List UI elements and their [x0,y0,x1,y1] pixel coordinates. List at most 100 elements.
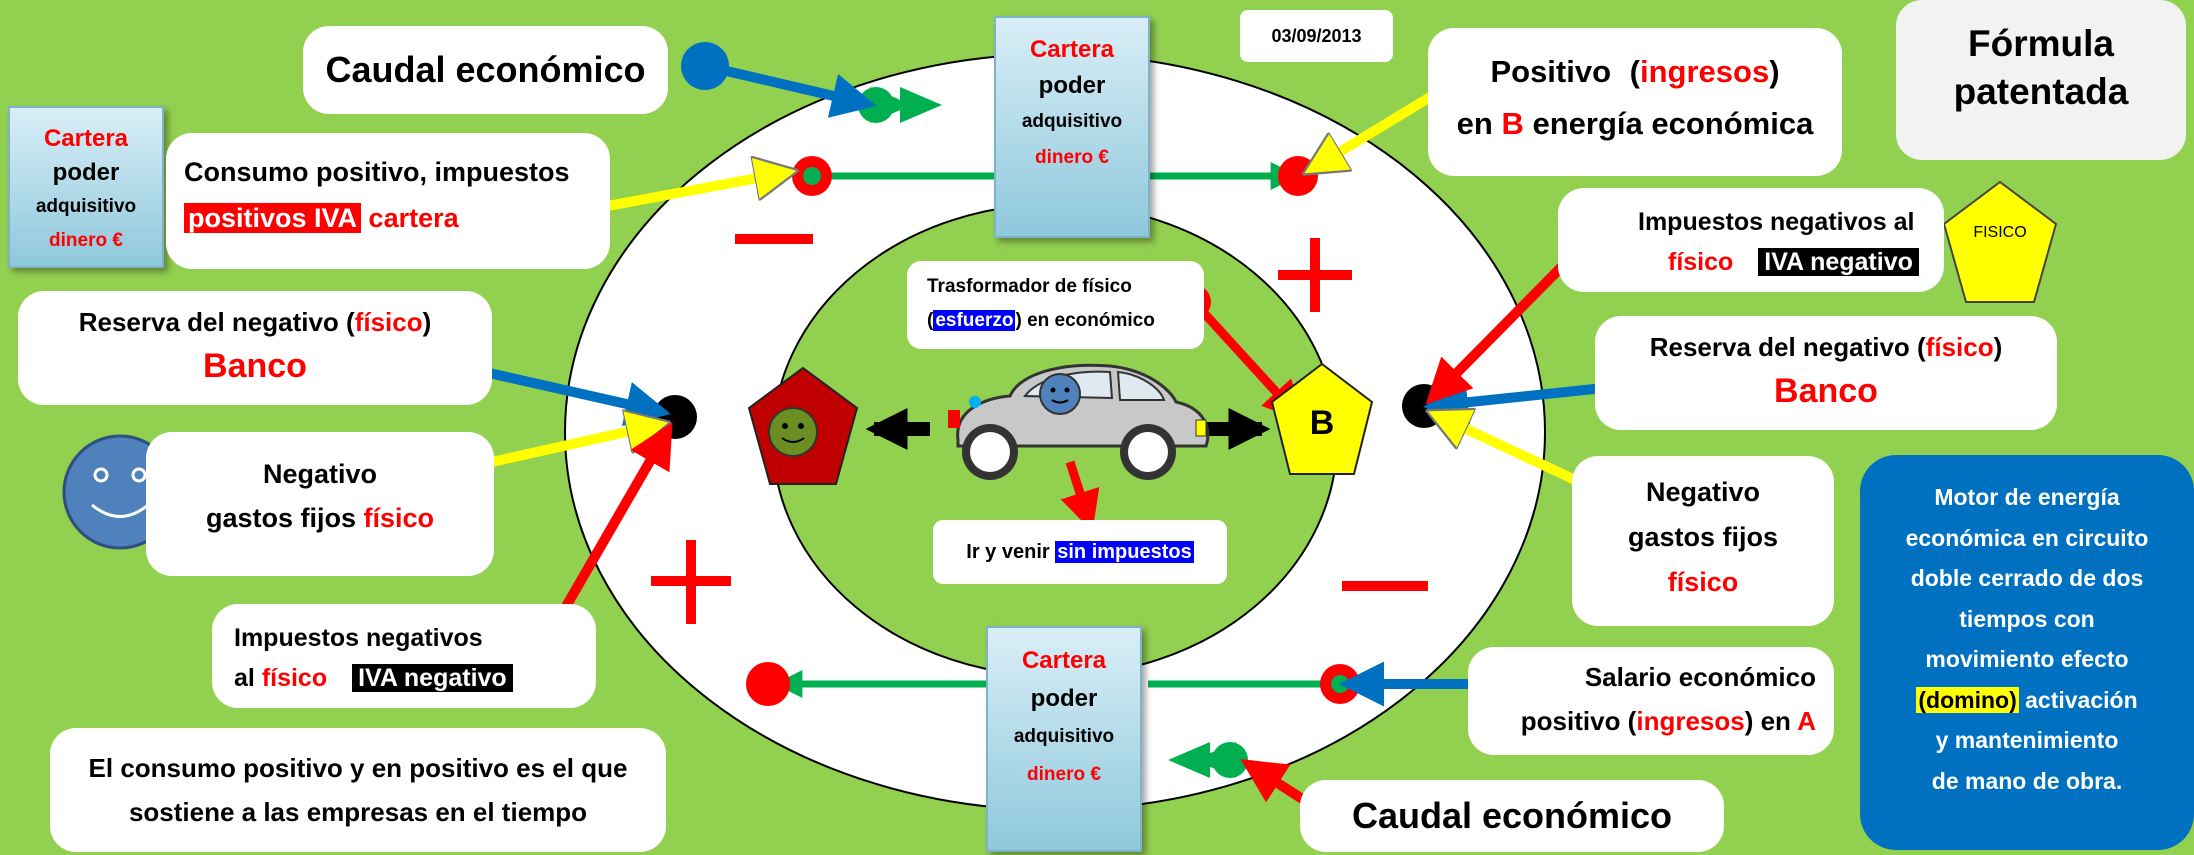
positivo-paren-open: ( [1629,54,1640,89]
positivo-en: en [1456,106,1493,141]
arrow-caudal-top [703,61,877,118]
negativo-right-fisico: físico [1667,567,1739,597]
plus-sign-bottom-left [651,540,731,624]
positivo-word: Positivo [1490,54,1612,89]
transformer-post: ) en económico [1015,310,1155,331]
motor-domino: (domino) [1916,686,2019,713]
salario-line1: Salario económico [1584,662,1816,692]
imp-neg-left-box: Impuestos negativos al físico IVA negati… [212,604,596,708]
ir-venir-pre: Ir y venir [966,541,1050,563]
imp-neg-right-fisico: físico [1668,248,1734,276]
node-bottom-left [746,662,790,706]
positivo-b-box: Positivo (ingresos) en B energía económi… [1428,28,1842,176]
reserva-left-banco: Banco [203,347,307,385]
consumo-bottom-line2: sostiene a las empresas en el tiempo [128,797,588,827]
green-chevrons-bottom [1168,742,1248,778]
imp-neg-left-line1: Impuestos negativos [234,624,483,652]
reserva-left-pre: Reserva del negativo ( [78,307,355,337]
ir-venir-sin-impuestos: sin impuestos [1055,541,1194,563]
imp-neg-left-iva: IVA negativo [352,664,513,692]
negativo-left-line2: gastos fijos [205,503,356,533]
imp-neg-left-fisico: físico [261,664,328,692]
positivo-ingresos: ingresos [1640,54,1770,89]
motor-line8: de mano de obra. [1931,767,2123,794]
wallet-bottom: Cartera poder adquisitivo dinero € [986,626,1142,852]
salario-mid: ) en [1744,706,1791,736]
motor-box: Motor de energía económica en circuito d… [1860,455,2194,850]
wallet-adquisitivo: adquisitivo [1013,726,1115,747]
negativo-right-line2: gastos fijos [1627,522,1779,552]
motor-line6: activación [2025,686,2138,713]
reserva-left-box: Reserva del negativo (físico) Banco [18,291,492,405]
wallet-dinero: dinero € [49,230,123,251]
consumo-bottom-box: El consumo positivo y en positivo es el … [50,728,666,852]
motor-line3: doble cerrado de dos [1910,565,2144,591]
yellow-pentagon-b [1270,362,1374,475]
negativo-right-box: Negativo gastos fijos físico [1572,456,1834,626]
positivo-energia: energía económica [1532,106,1814,141]
node-top-right [1278,156,1318,196]
salario-box: Salario económico positivo (ingresos) en… [1468,647,1834,755]
wallet-left: Cartera poder adquisitivo dinero € [8,106,164,268]
motor-line4: tiempos con [1959,605,2095,632]
consumo-box: Consumo positivo, impuestos positivos IV… [166,133,610,269]
imp-neg-right-iva: IVA negativo [1758,248,1919,276]
transformer-line1: Trasformador de físico [927,276,1132,297]
minus-sign-top-left [735,234,813,244]
negativo-right-line1: Negativo [1645,477,1761,507]
wallet-title: Cartera [1029,36,1115,63]
green-face-icon [768,407,818,457]
fisico-pentagon [1942,180,2058,303]
reserva-right-fisico: físico [1925,332,1994,362]
consumo-cartera: cartera [368,203,459,233]
imp-neg-right-line1: Impuestos negativos al [1638,208,1915,236]
wallet-title: Cartera [43,125,129,152]
negativo-left-line1: Negativo [262,459,378,489]
ir-venir-box: Ir y venir sin impuestos [933,520,1227,584]
car-icon [948,363,1210,480]
wallet-title: Cartera [1021,647,1107,674]
reserva-right-post: ) [1993,332,2003,362]
caudal-top-box: Caudal económico [303,26,668,114]
formula-box: Fórmula patentada [1896,0,2186,160]
minus-sign-bottom-right [1342,581,1428,591]
caudal-bottom-box: Caudal económico [1300,780,1724,852]
reserva-right-box: Reserva del negativo (físico) Banco [1595,316,2057,430]
salario-pre: positivo ( [1520,706,1637,736]
positivo-b-letter: B [1501,106,1524,141]
motor-line2: económica en circuito [1905,524,2149,551]
positivo-paren-close: ) [1769,54,1780,89]
fisico-label: FISICO [1973,224,2027,241]
motor-line7: y mantenimiento [1935,727,2119,753]
consumo-line1: Consumo positivo, impuestos [184,157,570,187]
transformer-pre: ( [927,310,934,331]
formula-line2: patentada [1953,71,2129,112]
motor-line5: movimiento efecto [1925,646,2129,672]
transformer-esfuerzo: esfuerzo [933,310,1016,331]
black-node-left [653,395,697,439]
wallet-top: Cartera poder adquisitivo dinero € [994,16,1150,238]
arrow-ir-venir [1060,460,1100,532]
plus-sign-top-right [1278,238,1352,312]
wallet-poder: poder [52,159,120,186]
reserva-right-banco: Banco [1774,372,1878,410]
transformer-box: Trasformador de físico (esfuerzo) en eco… [907,261,1204,349]
imp-neg-left-pre: al [234,664,255,692]
wallet-dinero: dinero € [1027,764,1101,785]
consumo-iva: positivos IVA [184,203,362,233]
salario-a: A [1797,706,1816,736]
negativo-left-fisico: físico [363,503,435,533]
reserva-left-post: ) [422,307,432,337]
arrow-reserva-left [456,361,671,427]
formula-line1: Fórmula [1968,23,2114,64]
consumo-bottom-line1: El consumo positivo y en positivo es el … [88,753,628,783]
reserva-right-pre: Reserva del negativo ( [1649,332,1926,362]
wallet-adquisitivo: adquisitivo [1021,111,1123,132]
wallet-adquisitivo: adquisitivo [35,196,137,217]
date-label: 03/09/2013 [1240,10,1393,62]
wallet-poder: poder [1038,72,1106,99]
motor-line1: Motor de energía [1934,484,2120,510]
salario-ingresos: ingresos [1636,706,1745,736]
wallet-poder: poder [1030,685,1098,712]
